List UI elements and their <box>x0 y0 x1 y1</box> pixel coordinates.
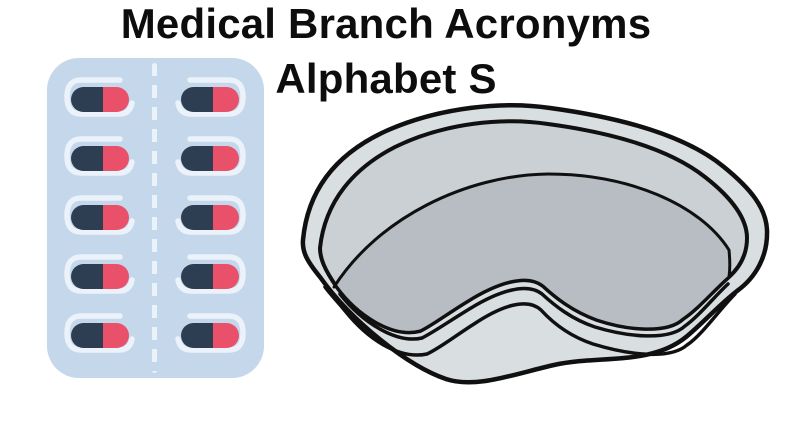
capsule-left-half <box>71 87 103 112</box>
title-line-2: Alphabet S <box>275 55 497 102</box>
blister-pocket <box>64 313 136 353</box>
blister-ring <box>64 77 135 117</box>
capsule-icon <box>181 205 239 230</box>
capsule-left-half <box>181 264 213 289</box>
blister-ring <box>64 136 135 176</box>
capsule-left-half <box>181 87 213 112</box>
blister-pocket <box>174 77 246 117</box>
capsule-right-half <box>212 87 239 112</box>
capsule-icon <box>71 87 129 112</box>
capsule-left-half <box>71 205 103 230</box>
capsule-right-half <box>102 205 129 230</box>
blister-grid <box>64 77 246 353</box>
blister-ring <box>175 254 246 294</box>
capsule-left-half <box>181 146 213 171</box>
blister-ring <box>64 195 135 235</box>
capsule-icon <box>71 205 129 230</box>
blister-ring <box>175 195 246 235</box>
capsule-icon <box>181 323 239 348</box>
blister-ring <box>175 313 246 353</box>
capsule-right-half <box>102 323 129 348</box>
capsule-icon <box>181 146 239 171</box>
capsule-left-half <box>71 146 103 171</box>
capsule-icon <box>71 323 129 348</box>
capsule-right-half <box>212 264 239 289</box>
dish-wall-contour-line <box>323 285 737 357</box>
blister-pocket <box>64 195 136 235</box>
capsule-icon <box>71 146 129 171</box>
page-title: Medical Branch Acronyms Alphabet S <box>0 0 772 106</box>
capsule-left-half <box>71 323 103 348</box>
blister-ring <box>64 313 135 353</box>
blister-ring <box>175 136 246 176</box>
title-line-1: Medical Branch Acronyms <box>120 0 652 47</box>
capsule-right-half <box>102 264 129 289</box>
blister-pocket <box>174 254 246 294</box>
pill-blister-pack-illustration <box>47 58 264 378</box>
blister-pocket <box>64 136 136 176</box>
capsule-left-half <box>181 205 213 230</box>
dish-rim-thickness-line <box>338 282 730 341</box>
capsule-icon <box>181 87 239 112</box>
capsule-icon <box>181 264 239 289</box>
capsule-left-half <box>181 323 213 348</box>
capsule-left-half <box>71 264 103 289</box>
pack-perforation-dashed-line <box>152 63 157 373</box>
dish-floor <box>332 172 732 334</box>
blister-ring <box>175 77 246 117</box>
blister-pocket <box>64 254 136 294</box>
capsule-right-half <box>102 87 129 112</box>
capsule-right-half <box>212 205 239 230</box>
blister-pocket <box>174 313 246 353</box>
blister-pocket <box>174 195 246 235</box>
blister-ring <box>64 254 135 294</box>
blister-pocket <box>64 77 136 117</box>
capsule-right-half <box>212 323 239 348</box>
capsule-right-half <box>102 146 129 171</box>
capsule-icon <box>71 264 129 289</box>
capsule-right-half <box>212 146 239 171</box>
blister-pocket <box>174 136 246 176</box>
kidney-dish-illustration <box>300 103 770 385</box>
